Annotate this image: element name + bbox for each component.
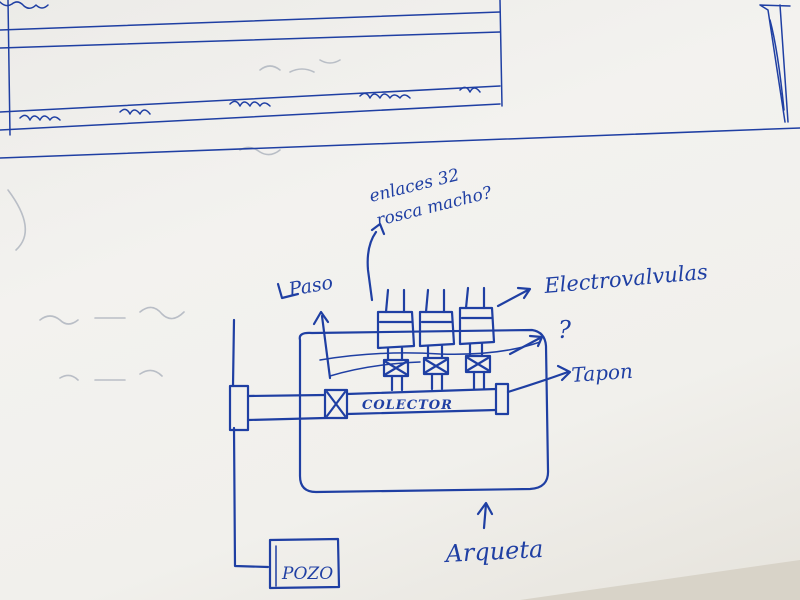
arrow-head-icon [476,501,494,516]
paso-tick-mark [276,282,300,300]
well-pipe [228,318,327,569]
arqueta-box [298,328,550,494]
solenoid-valve-1 [376,288,416,392]
solenoid-valve-3 [458,286,496,391]
bleed-through-marks [7,59,341,381]
collector-pipe [323,382,510,420]
arrow-head-icon [370,222,386,236]
paso-label: Paso [286,272,335,302]
arrow-head-icon [528,334,544,348]
colector-label: COLECTOR [362,398,453,413]
question-mark-label: ? [558,316,571,344]
solenoid-valve-2 [418,288,456,391]
pozo-box [268,537,341,590]
solenoid-valves [319,286,541,392]
annotation-arrows [312,222,572,530]
well-tee-fitting [228,384,250,432]
end-cap [494,382,510,416]
tapon-label: Tapon [571,359,634,387]
arrow-head-icon [312,310,330,326]
electrovalvulas-label: Electrovalvulas [542,260,709,298]
arrow-head-icon [556,364,572,382]
page-shadow [520,560,800,600]
arrow-head-icon [516,286,532,300]
arqueta-label: Arqueta [443,535,544,568]
pozo-label: POZO [281,564,333,584]
ball-valve-icon [325,390,347,418]
top-plan-drawing [0,0,800,159]
